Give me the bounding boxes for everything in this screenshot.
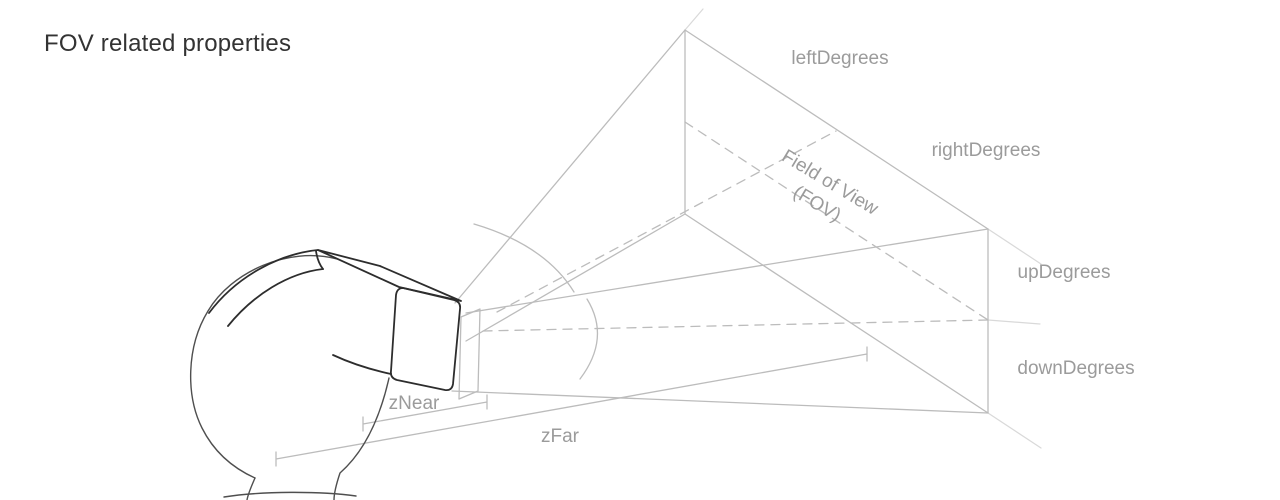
frustum-edge-top-right bbox=[465, 228, 989, 314]
label-z-far: zFar bbox=[541, 426, 579, 447]
label-z-near: zNear bbox=[388, 393, 440, 414]
fov-angle-arc-lower bbox=[579, 298, 599, 380]
extension-line-right-mid bbox=[987, 319, 1041, 325]
head-sketch bbox=[190, 254, 390, 500]
shoulder-line bbox=[223, 491, 357, 498]
label-right-degrees: rightDegrees bbox=[931, 140, 1041, 161]
headset-front-face bbox=[389, 287, 462, 392]
headset-strap-end bbox=[315, 250, 324, 270]
headset-strap-inner bbox=[227, 268, 324, 327]
frustum-edge-bottom-left bbox=[465, 213, 686, 342]
head-outline bbox=[190, 254, 338, 479]
znear-bracket bbox=[362, 394, 488, 432]
frustum-edge-bottom-right bbox=[451, 390, 989, 414]
label-up-degrees: upDegrees bbox=[1017, 262, 1111, 283]
page-title: FOV related properties bbox=[44, 30, 292, 57]
label-down-degrees: downDegrees bbox=[1017, 358, 1135, 379]
near-plane bbox=[458, 308, 481, 400]
extension-line-top bbox=[684, 8, 704, 31]
face-outline bbox=[333, 377, 390, 500]
center-axis-dashed bbox=[482, 319, 989, 332]
headset-strap-outer bbox=[208, 249, 319, 314]
fov-angle-arc-upper bbox=[473, 223, 575, 293]
far-plane-midline-dashed bbox=[684, 121, 989, 321]
view-frustum bbox=[275, 8, 1042, 467]
extension-line-right-top bbox=[987, 228, 1042, 265]
headset-top-face bbox=[317, 249, 462, 302]
headset-gasket-line bbox=[332, 354, 392, 375]
neck-line-left bbox=[246, 477, 256, 500]
extension-line-right-bottom bbox=[987, 412, 1042, 449]
vr-headset bbox=[208, 249, 462, 392]
zfar-bracket bbox=[275, 346, 868, 467]
label-left-degrees: leftDegrees bbox=[791, 48, 889, 69]
frustum-edge-top-left bbox=[454, 29, 686, 304]
upper-center-dashed bbox=[496, 130, 837, 313]
